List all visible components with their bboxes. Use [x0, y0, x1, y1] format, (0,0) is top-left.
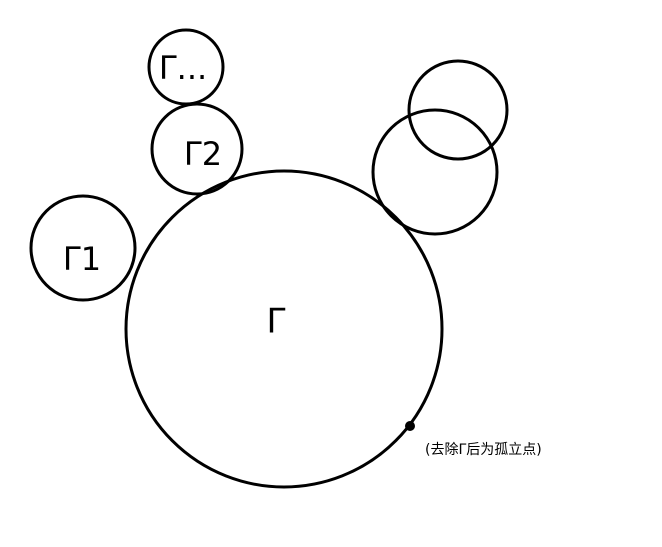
- circle-gamma-more-label: Γ...: [159, 49, 207, 87]
- isolated-point-note: (去除Γ后为孤立点): [425, 442, 542, 458]
- circle-gamma-2-label: Γ2: [184, 135, 222, 173]
- main-circle-label: Γ: [267, 302, 286, 342]
- right-circle-lower: [371, 108, 499, 236]
- isolated-point: [405, 421, 415, 431]
- circle-gamma-more: [147, 28, 225, 106]
- circle-gamma-2: [150, 102, 244, 196]
- circle-gamma-1: [29, 194, 137, 302]
- right-circle-upper: [407, 59, 509, 161]
- circle-gamma-1-label: Γ1: [63, 240, 101, 278]
- main-circle: [124, 169, 444, 489]
